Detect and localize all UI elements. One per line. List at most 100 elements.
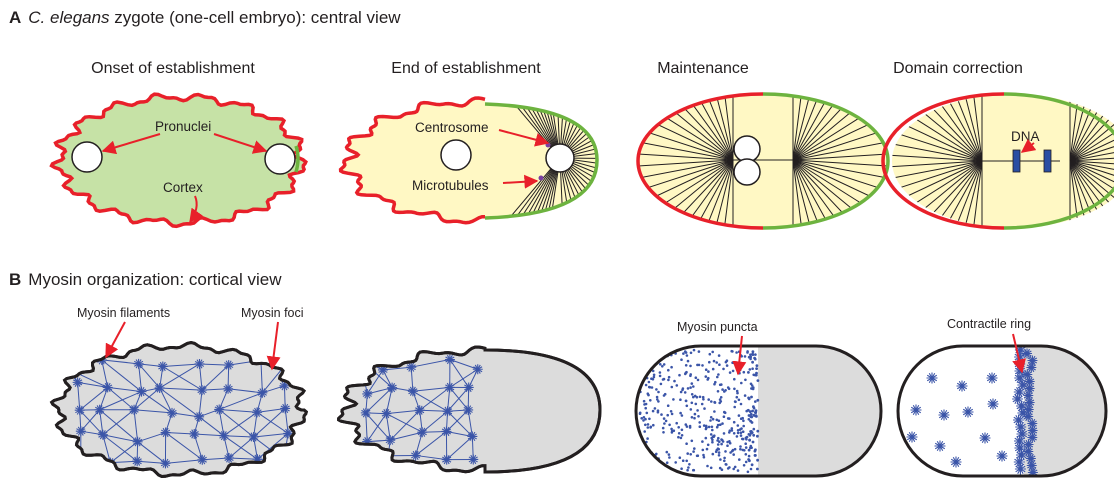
myosin-punctum: [745, 453, 748, 456]
myosin-punctum: [745, 461, 748, 464]
myosin-focus: [358, 355, 363, 364]
myosin-punctum: [711, 351, 714, 354]
myosin-punctum: [645, 354, 648, 357]
myosin-punctum: [662, 427, 665, 430]
myosin-punctum: [639, 451, 642, 454]
myosin-punctum: [643, 451, 646, 454]
myosin-punctum: [719, 458, 722, 461]
myosin-punctum: [742, 449, 745, 452]
myosin-punctum: [743, 371, 746, 374]
myosin-punctum: [680, 467, 683, 470]
myosin-punctum: [724, 389, 727, 392]
myosin-punctum: [643, 370, 646, 373]
myosin-punctum: [736, 435, 739, 438]
myosin-punctum: [718, 451, 721, 454]
myosin-punctum: [724, 450, 727, 453]
myosin-punctum: [739, 448, 742, 451]
myosin-punctum: [748, 459, 751, 462]
myosin-punctum: [686, 405, 689, 408]
myosin-punctum: [715, 361, 718, 364]
myosin-punctum: [642, 463, 645, 466]
myosin-focus: [63, 366, 72, 371]
myosin-punctum: [671, 413, 674, 416]
myosin-punctum: [710, 433, 713, 436]
myosin-punctum: [740, 403, 743, 406]
myosin-punctum: [733, 406, 736, 409]
myosin-punctum: [655, 388, 658, 391]
myosin-punctum: [649, 426, 652, 429]
myosin-punctum: [733, 388, 736, 391]
myosin-punctum: [691, 416, 694, 419]
myosin-punctum: [741, 417, 744, 420]
myosin-punctum: [751, 431, 754, 434]
myosin-punctum: [732, 370, 735, 373]
myosin-punctum: [686, 354, 689, 357]
myosin-focus: [279, 457, 288, 462]
myosin-focus: [281, 455, 286, 464]
dna-left: [1013, 150, 1020, 172]
myosin-punctum: [710, 416, 713, 419]
myosin-punctum: [709, 419, 712, 422]
myosin-punctum: [661, 352, 664, 355]
myosin-punctum: [711, 441, 714, 444]
myosin-punctum: [663, 363, 666, 366]
myosin-punctum: [712, 453, 715, 456]
myosin-punctum: [687, 387, 690, 390]
myosin-punctum: [691, 402, 694, 405]
myosin-punctum: [697, 379, 700, 382]
myosin-punctum: [653, 360, 656, 363]
myosin-punctum: [671, 386, 674, 389]
myosin-punctum: [739, 445, 742, 448]
myosin-punctum: [693, 447, 696, 450]
myosin-punctum: [668, 376, 671, 379]
myosin-punctum: [752, 388, 755, 391]
myosin-punctum: [672, 398, 675, 401]
microtubule: [560, 30, 647, 158]
myosin-punctum: [650, 352, 653, 355]
myosin-focus: [362, 460, 367, 469]
myosin-punctum: [752, 353, 755, 356]
myosin-punctum: [701, 440, 704, 443]
microtubule: [560, 20, 633, 158]
myosin-punctum: [754, 400, 757, 403]
myosin-punctum: [717, 447, 720, 450]
myosin-punctum: [648, 418, 651, 421]
myosin-punctum: [742, 438, 745, 441]
myosin-punctum: [756, 435, 759, 438]
myosin-punctum: [747, 371, 750, 374]
myosin-punctum: [723, 460, 726, 463]
myosin-punctum: [719, 423, 722, 426]
myosin-punctum: [702, 454, 705, 457]
myosin-punctum: [670, 366, 673, 369]
myosin-punctum: [646, 412, 649, 415]
myosin-punctum: [719, 467, 722, 470]
myosin-punctum: [695, 403, 698, 406]
myosin-punctum: [643, 400, 646, 403]
myosin-punctum: [685, 442, 688, 445]
myosin-punctum: [702, 398, 705, 401]
myosin-punctum: [642, 419, 645, 422]
cortical-maintenance: Myosin puncta: [636, 320, 881, 476]
myosin-focus: [386, 451, 391, 460]
myosin-punctum: [747, 409, 750, 412]
myosin-punctum: [647, 392, 650, 395]
myosin-punctum: [699, 425, 702, 428]
myosin-punctum: [640, 375, 643, 378]
myosin-punctum: [732, 362, 735, 365]
myosin-punctum: [707, 444, 710, 447]
myosin-punctum: [686, 452, 689, 455]
myosin-punctum: [732, 453, 735, 456]
myosin-foci-arrow: [272, 322, 278, 369]
myosin-punctum: [679, 412, 682, 415]
myosin-punctum: [738, 458, 741, 461]
myosin-punctum: [723, 415, 726, 418]
myosin-punctum: [692, 450, 695, 453]
myosin-punctum: [718, 354, 721, 357]
myosin-punctum: [660, 413, 663, 416]
maintenance-pronucleus-bottom: [734, 159, 760, 185]
myosin-punctum: [703, 456, 706, 459]
myosin-punctum: [717, 390, 720, 393]
myosin-punctum: [640, 417, 643, 420]
myosin-punctum: [667, 379, 670, 382]
myosin-punctum: [691, 393, 694, 396]
